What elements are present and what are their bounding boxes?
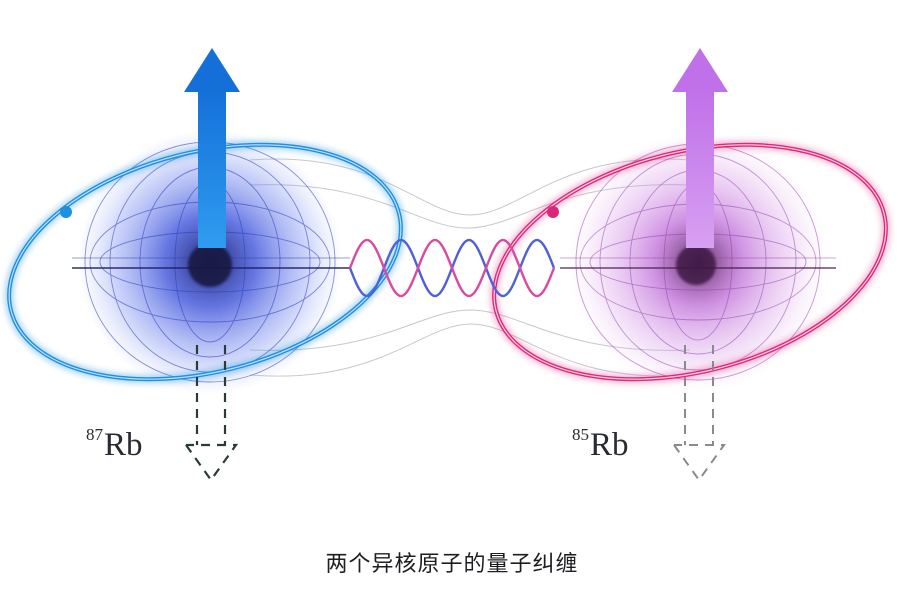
rb87-spin-down-arrow [185, 345, 239, 482]
rb87-mass-number: 87 [86, 425, 103, 444]
rb85-atom [489, 48, 891, 482]
rb85-label: 85Rb [572, 426, 629, 462]
rb85-symbol: Rb [590, 427, 629, 463]
rb87-label: 87Rb [86, 426, 143, 462]
rb87-atom [4, 48, 406, 482]
rb85-spin-down-arrow [673, 345, 726, 482]
entanglement-waves [348, 238, 556, 298]
rb85-spin-up-arrow [672, 48, 728, 248]
rb87-spin-up-arrow [184, 48, 240, 248]
wave-pink [348, 238, 556, 298]
figure-caption: 两个异核原子的量子纠缠 [325, 552, 579, 577]
rb85-mass-number: 85 [572, 425, 589, 444]
rb87-symbol: Rb [104, 427, 143, 463]
